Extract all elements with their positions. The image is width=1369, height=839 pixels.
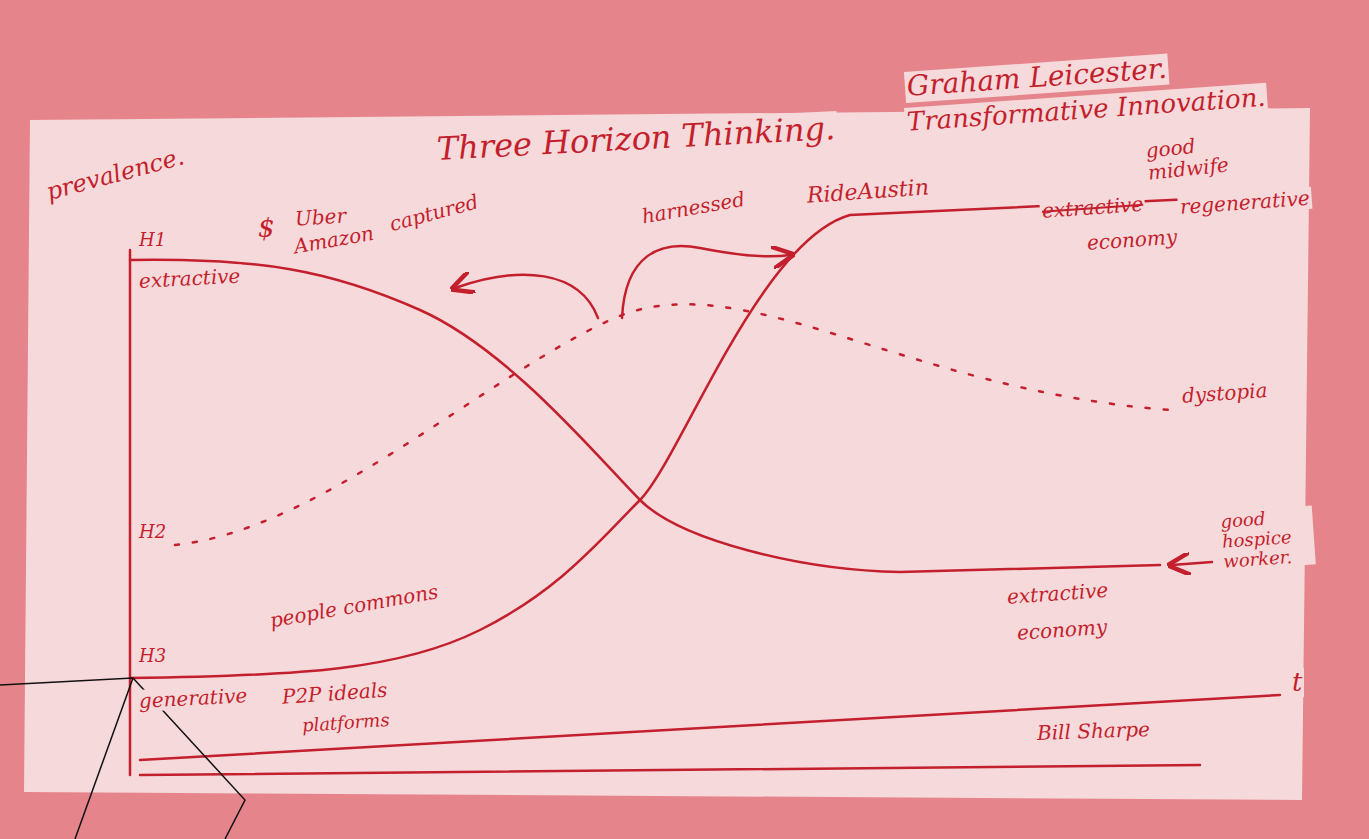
horizon-note: generative <box>136 684 249 712</box>
overlay-line <box>75 678 133 839</box>
horizon-note: extractive <box>136 264 242 291</box>
symbol: $ <box>256 214 277 243</box>
h1-curve <box>130 260 1160 572</box>
napkin <box>24 108 1310 800</box>
h3-curve <box>130 195 1280 678</box>
y-axis <box>129 250 132 775</box>
horizon-label: H2 <box>137 522 168 542</box>
harnessed-arrow <box>622 246 790 318</box>
captured-arrow <box>455 275 598 318</box>
horizon-label: H3 <box>137 646 168 666</box>
example-label: Uber <box>292 204 348 230</box>
axis-label: t <box>1290 668 1304 697</box>
horizon-label: H1 <box>137 230 168 250</box>
author-name: Bill Sharpe <box>1035 718 1153 744</box>
role-note: good hospice worker. <box>1218 506 1316 572</box>
handover-arrow <box>1172 562 1212 565</box>
base-line <box>140 765 1200 775</box>
h2-curve <box>175 304 1170 545</box>
